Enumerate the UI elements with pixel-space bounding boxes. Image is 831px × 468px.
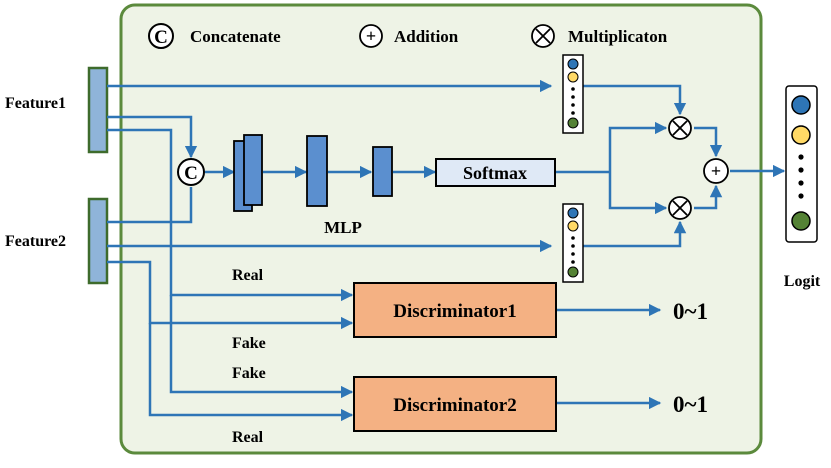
concat-node-symbol: C <box>184 163 198 184</box>
arrow-split-to-mul1 <box>608 121 668 172</box>
weight-vector-2-ellipsis-b <box>571 244 575 248</box>
mul-node-1-cross-b <box>672 120 688 136</box>
mlp-layer3 <box>372 146 393 197</box>
weight-vector-1-ellipsis-b <box>571 95 575 99</box>
concat-legend-symbol: C <box>154 27 168 48</box>
weight-vector-2-ellipsis-a <box>571 236 575 240</box>
discriminator-1: Discriminator1 0~1 <box>353 282 708 338</box>
weight-vector-1-frame <box>562 54 584 134</box>
arrow-mul1-to-add <box>694 126 723 158</box>
weight-vector-1-dot-green <box>567 117 579 129</box>
logit-ellipsis-c <box>798 180 804 186</box>
real-label-top: Real <box>232 267 264 284</box>
concat-legend-label: Concatenate <box>190 27 281 46</box>
mul-node-2-cross-b <box>672 200 688 216</box>
discriminator-2-output: 0~1 <box>673 392 708 417</box>
weight-vector-1-dot-yellow <box>567 71 579 83</box>
concat-legend-icon <box>148 23 174 49</box>
logit-dot-blue <box>791 95 811 115</box>
discriminator-2: Discriminator2 0~1 <box>353 376 708 432</box>
weight-vector-1-ellipsis-a <box>571 87 575 91</box>
discriminator-2-block <box>353 376 557 432</box>
legend: C Concatenate + Addition Multiplicaton <box>148 23 668 49</box>
weight-vector-1 <box>562 54 584 134</box>
arrow-mul2-to-add <box>694 184 723 210</box>
arrow-vector1-to-mul1 <box>581 84 687 116</box>
weight-vector-1-ellipsis-c <box>571 103 575 107</box>
mul-legend-cross-b <box>535 28 551 44</box>
weight-vector-2-dot-green <box>567 266 579 278</box>
mul-legend-label: Multiplicaton <box>568 27 668 46</box>
weight-vector-2-frame <box>562 203 584 283</box>
logit-dot-yellow <box>791 125 811 145</box>
feature1-block <box>87 66 109 154</box>
logit-vector: Logit <box>784 85 821 290</box>
logit-ellipsis-b <box>798 167 804 173</box>
discriminator-1-block <box>353 282 557 338</box>
add-node <box>703 158 729 184</box>
weight-vector-2-ellipsis-d <box>571 260 575 264</box>
arrow-f1-fake-to-d2 <box>169 295 354 399</box>
arrow-vector2-to-mul2 <box>581 220 687 248</box>
connectors <box>107 79 786 422</box>
arrow-f2-fake-to-d1 <box>107 260 354 330</box>
logit-ellipsis-d <box>798 193 804 199</box>
arrow-f2-real-to-d2 <box>148 323 354 422</box>
logit-vector-frame <box>785 85 818 243</box>
mul-node-1 <box>668 116 692 140</box>
add-legend-label: Addition <box>394 27 459 46</box>
mul-node-2 <box>668 196 692 220</box>
fake-label-top: Fake <box>232 335 266 352</box>
arrow-f2-to-concat <box>107 187 193 224</box>
fake-label-bottom: Fake <box>232 365 266 382</box>
add-legend-symbol: + <box>366 26 376 46</box>
feature2-block <box>87 197 109 285</box>
add-legend-icon <box>359 24 383 48</box>
feature1-label: Feature1 <box>5 95 66 112</box>
concat-node <box>177 158 205 186</box>
weight-vector-1-dot-blue <box>567 58 579 70</box>
softmax-label: Softmax <box>463 163 527 183</box>
weight-vector-2 <box>562 203 584 283</box>
feature2-label: Feature2 <box>5 233 66 250</box>
arrow-f1-real-to-d1 <box>107 128 354 302</box>
discriminator-1-label: Discriminator1 <box>393 301 516 322</box>
logit-label: Logit <box>784 273 821 290</box>
weight-vector-1-ellipsis-d <box>571 111 575 115</box>
discriminator-1-output: 0~1 <box>673 299 708 324</box>
mlp-layer2 <box>306 135 328 207</box>
arrow-split-to-mul2 <box>608 172 668 215</box>
weight-vector-2-dot-yellow <box>567 220 579 232</box>
discriminator-2-label: Discriminator2 <box>393 395 516 416</box>
mlp: MLP <box>233 134 393 237</box>
logit-dot-green <box>791 211 811 231</box>
add-node-symbol: + <box>711 161 721 181</box>
real-label-bottom: Real <box>232 429 264 446</box>
logit-ellipsis-a <box>798 154 804 160</box>
softmax-block <box>435 158 556 187</box>
weight-vector-2-ellipsis-c <box>571 252 575 256</box>
mlp-layer1-front <box>243 134 263 206</box>
mlp-label: MLP <box>324 218 362 237</box>
weight-vector-2-dot-blue <box>567 207 579 219</box>
model-panel <box>119 3 763 455</box>
arrow-f1-to-concat <box>107 115 198 159</box>
